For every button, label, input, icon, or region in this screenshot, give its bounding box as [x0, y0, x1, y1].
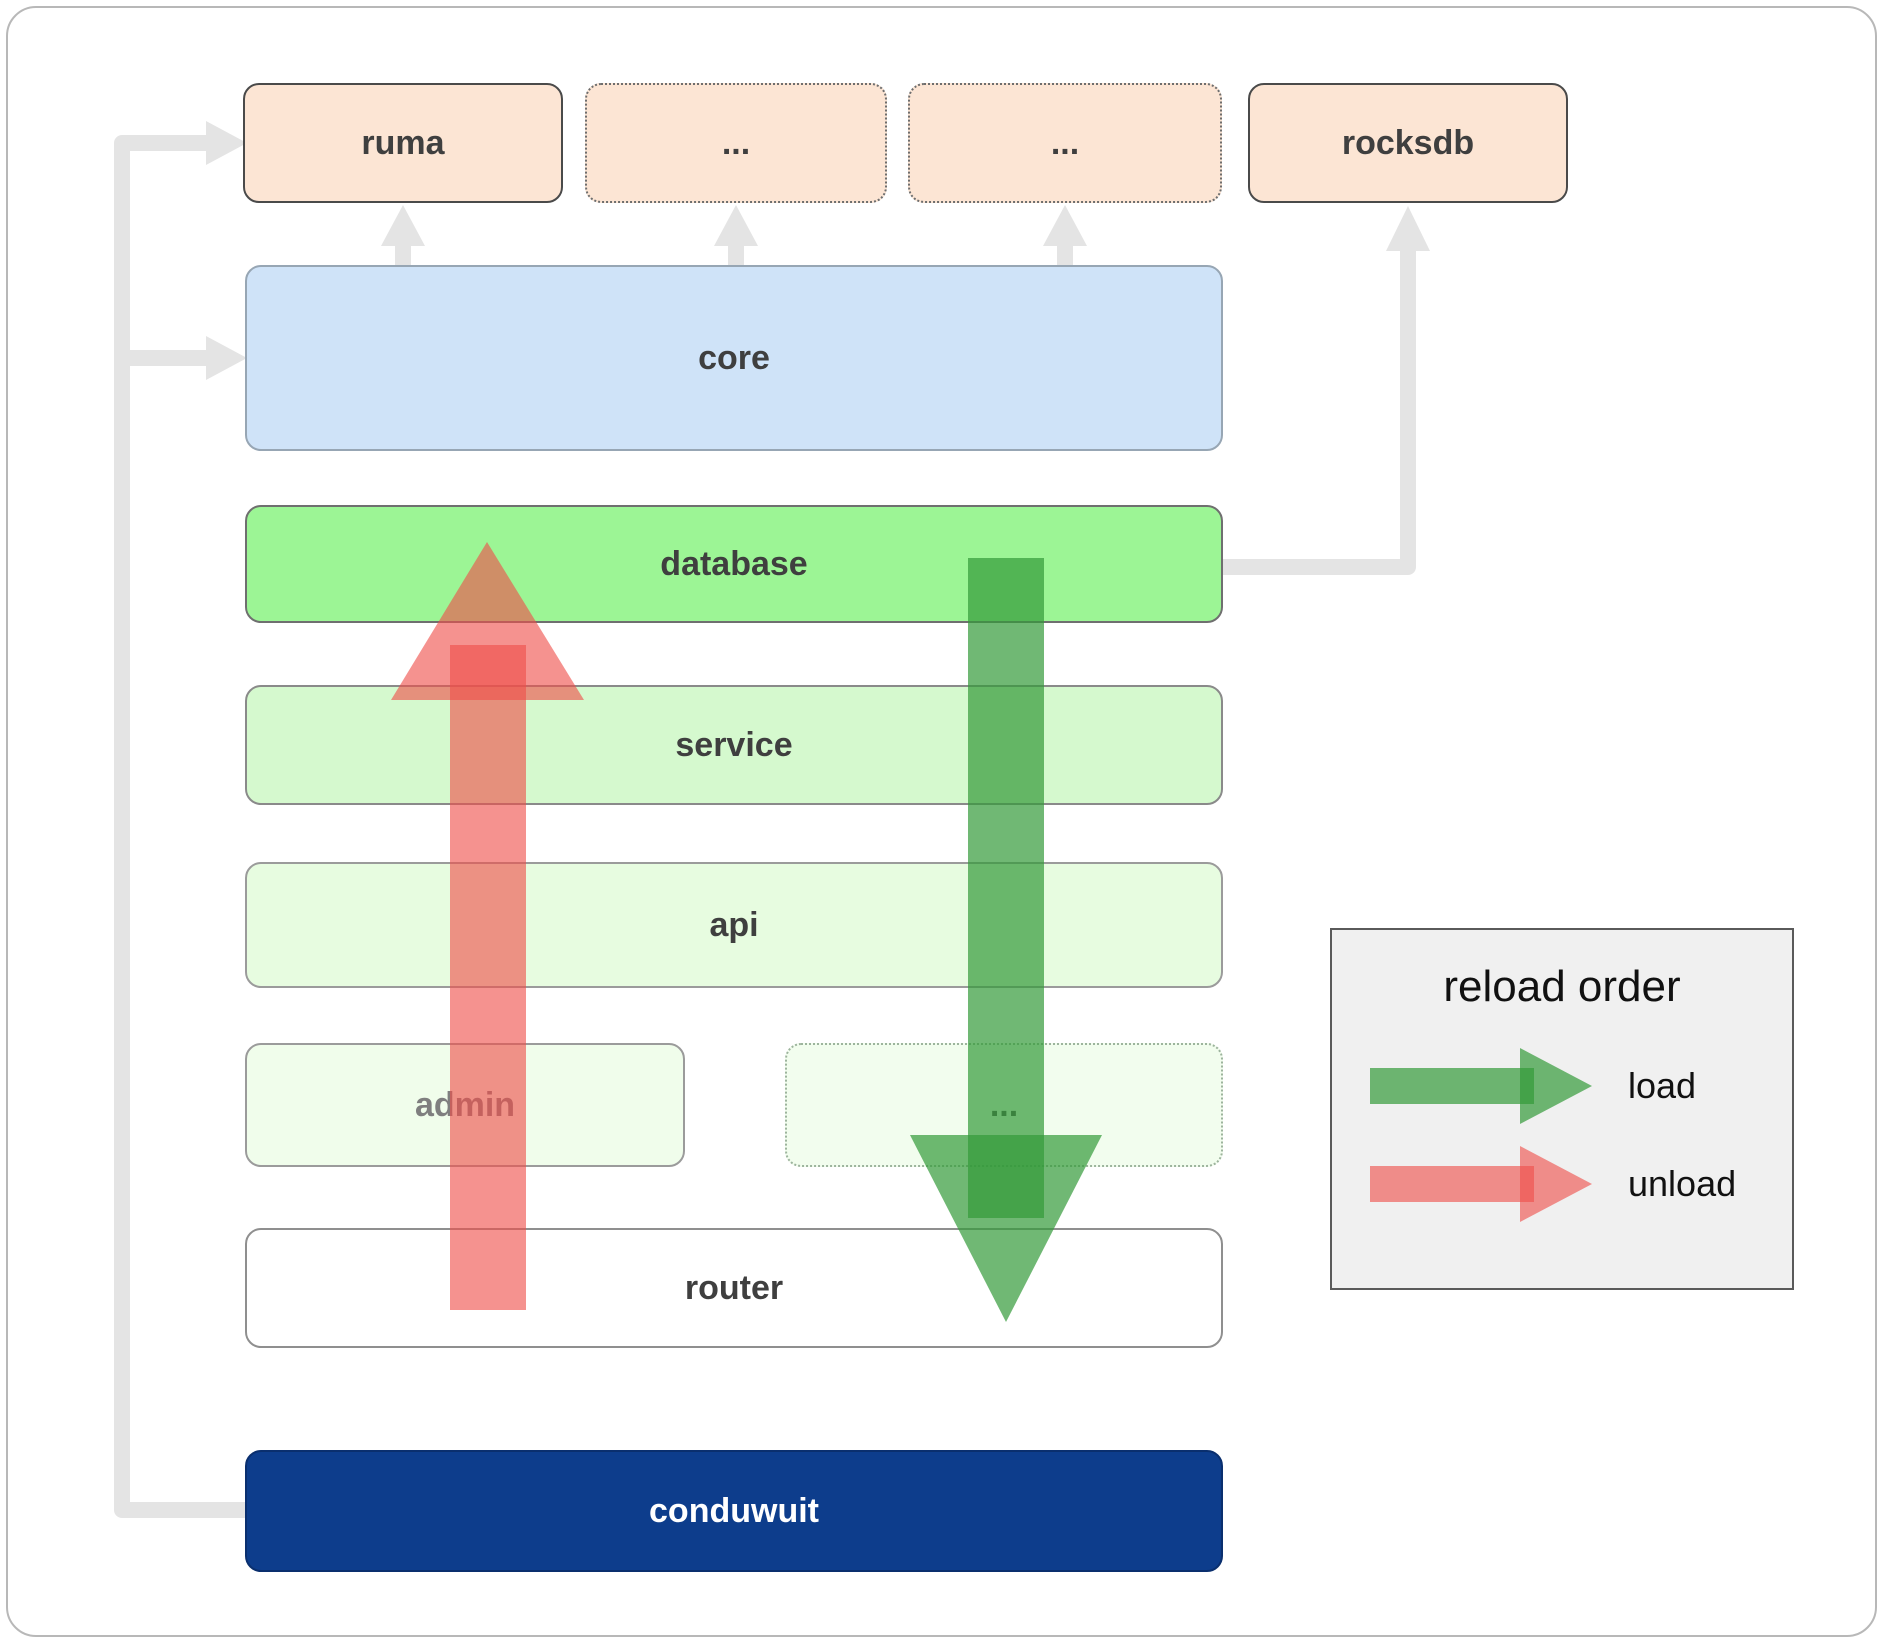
legend-rows: load unload	[1332, 1042, 1792, 1228]
legend-row-unload: unload	[1368, 1140, 1792, 1228]
box-conduwuit: conduwuit	[245, 1450, 1223, 1572]
legend: reload order load unload	[1330, 928, 1794, 1290]
box-database: database	[245, 505, 1223, 623]
box-core-label: core	[698, 338, 770, 377]
box-ruma-label: ruma	[361, 123, 445, 162]
box-rocksdb-label: rocksdb	[1341, 123, 1475, 162]
box-ellipsis-top-2: ...	[908, 83, 1222, 203]
box-router: router	[245, 1228, 1223, 1348]
box-api-label: api	[709, 905, 759, 944]
legend-load-label: load	[1628, 1065, 1697, 1106]
box-database-label: database	[660, 544, 808, 583]
box-ellipsis-top-2-label: ...	[1050, 123, 1080, 162]
legend-unload-arrow-icon	[1370, 1146, 1592, 1222]
box-ellipsis-mid-label: ...	[989, 1085, 1019, 1124]
box-ellipsis-mid: ...	[785, 1043, 1223, 1167]
box-admin: admin	[245, 1043, 685, 1167]
box-service-label: service	[675, 725, 793, 764]
box-ruma: ruma	[243, 83, 563, 203]
box-ellipsis-top-1: ...	[585, 83, 887, 203]
box-admin-label: admin	[414, 1085, 516, 1124]
box-api: api	[245, 862, 1223, 988]
box-ellipsis-top-1-label: ...	[721, 123, 751, 162]
legend-load-arrow-icon	[1370, 1048, 1592, 1124]
box-service: service	[245, 685, 1223, 805]
box-rocksdb: rocksdb	[1248, 83, 1568, 203]
box-router-label: router	[684, 1268, 784, 1307]
outer-frame	[6, 6, 1877, 1637]
box-conduwuit-label: conduwuit	[649, 1491, 819, 1530]
box-core: core	[245, 265, 1223, 451]
legend-row-load: load	[1368, 1042, 1792, 1130]
legend-title: reload order	[1443, 962, 1681, 1011]
legend-unload-label: unload	[1628, 1163, 1737, 1204]
